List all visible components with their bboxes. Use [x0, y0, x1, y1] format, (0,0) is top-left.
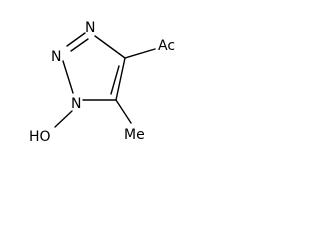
bond-c5-methyl [115, 99, 132, 124]
atom-methyl: Me [124, 127, 145, 143]
chemical-structure: N N N Ac HO Me [29, 20, 175, 145]
atom-hydroxy: HO [29, 129, 51, 145]
atom-acetyl: Ac [158, 38, 175, 54]
bond-n2-n1 [62, 60, 74, 94]
bond-n3-c4 [94, 35, 126, 59]
atom-n2: N [51, 49, 61, 65]
bond-n2-n3-a [66, 32, 86, 47]
bond-n1-hydroxy [54, 110, 73, 128]
bond-c4-acetyl [124, 48, 156, 59]
bond-c4-c5-outer [115, 57, 126, 101]
atom-n1: N [71, 96, 81, 112]
atom-n3: N [85, 20, 95, 36]
bond-n2-n3-b [70, 38, 89, 52]
bond-c4-c5-inner [110, 65, 120, 95]
